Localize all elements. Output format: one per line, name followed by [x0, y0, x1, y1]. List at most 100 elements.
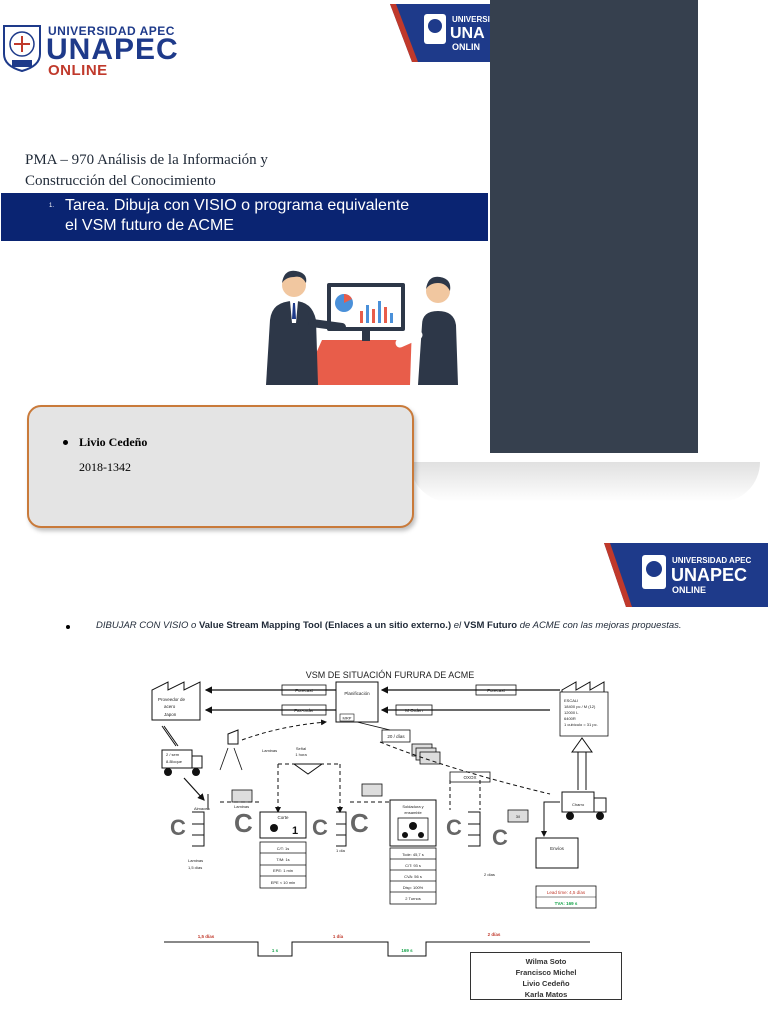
instruction-part-1: DIBUJAR CON VISIO o: [96, 620, 197, 631]
team-member-1: Wilma Soto: [525, 957, 567, 966]
svg-text:C: C: [492, 825, 508, 850]
student-name: Livio Cedeño: [79, 435, 148, 449]
lead-time: Lead time: 4,5 días: [547, 890, 586, 895]
soldadura-m3: CVA: 56 s: [404, 874, 422, 879]
student-info-box: Livio Cedeño 2018-1342: [27, 405, 414, 528]
envios: Envíos: [550, 846, 565, 851]
vsm-title: VSM DE SITUACIÓN FURURA DE ACME: [306, 670, 475, 680]
oxox-box: [449, 771, 491, 783]
signal-kanban-icon: [292, 763, 324, 775]
shipping-arrow-icon: [571, 737, 593, 753]
truck-right-icon: [561, 791, 607, 820]
dark-side-panel: [490, 0, 698, 453]
banner-mid-line-2: UNAPEC: [671, 565, 747, 585]
vsm-diagram: VSM DE SITUACIÓN FURURA DE ACME Proveedo…: [151, 670, 609, 957]
svg-text:C: C: [234, 808, 253, 838]
course-line-2: Construcción del Conocimiento: [25, 173, 216, 189]
laminas-mid: Laminas: [234, 804, 249, 809]
svg-text:C: C: [170, 815, 186, 840]
supplier-line-3: Japon: [164, 712, 177, 717]
truck-left-l1: 2 / sem: [166, 752, 180, 757]
operator-icon: [409, 822, 417, 830]
supplier-line-1: Proveedor de: [158, 697, 186, 702]
two-days: 2 días: [484, 872, 495, 877]
banner-mid: UNIVERSIDAD APEC UNAPEC ONLINE: [604, 543, 768, 607]
tva: TVA: 169 s: [555, 901, 578, 906]
corte-process-box: [259, 811, 307, 839]
customer-data-box: [559, 691, 609, 737]
twenty-days: 20 / días: [387, 734, 405, 739]
timeline-t3: 1 día: [333, 934, 344, 939]
logo-line-2: UNAPEC: [46, 33, 179, 66]
kanban-laminas-icon: [231, 789, 253, 803]
logo-line-1: UNIVERSIDAD APEC: [48, 24, 175, 38]
course-title: PMA – 970 Análisis de la Información y C…: [25, 150, 345, 192]
kanban-post-icon: [411, 743, 441, 765]
timeline-t5: 2 días: [488, 932, 501, 937]
instruction-part-5: de ACME con las mejoras propuestas.: [519, 620, 682, 631]
timeline-t4: 169 s: [401, 948, 413, 953]
svg-text:C: C: [350, 808, 369, 838]
envios-box: [535, 837, 579, 869]
task-banner: 1. Tarea. Dibuja con VISIO o programa eq…: [1, 193, 488, 241]
kanban-card-icon: [361, 783, 383, 797]
supermarket-icons: C C C C C C: [170, 808, 508, 850]
senal-l2: 1 hora: [295, 752, 307, 757]
customer-l1: ESCALI: [564, 698, 578, 703]
corte-count: 1: [292, 825, 298, 837]
mrp-box: [339, 713, 355, 722]
student-id: 2018-1342: [79, 460, 131, 474]
team-member-2: Francisco Michel: [515, 968, 577, 977]
one-day: 1 día: [336, 848, 346, 853]
supplier-line-2: acero: [164, 704, 176, 709]
senal-l1: Señal: [296, 746, 306, 751]
soldadura-m4: Disp: 100%: [403, 885, 424, 890]
corte-m4: EPE < 10 min: [271, 880, 296, 885]
twenty-days-box: [381, 729, 411, 743]
team-members-box: Wilma Soto Francisco Michel Livio Cedeño…: [470, 952, 622, 1000]
customer-l4: 6400R: [564, 716, 576, 721]
instruction-link[interactable]: Value Stream Mapping Tool (Enlaces a un …: [198, 620, 452, 631]
panel-shadow: [410, 462, 760, 502]
soldadura-m2: C/T: 93 s: [405, 863, 421, 868]
soldadura-m5: 2 Turnos: [405, 896, 421, 901]
operator-icon: [418, 832, 424, 838]
team-member-3: Livio Cedeño: [522, 979, 570, 988]
operator-icon: [270, 824, 278, 832]
soldadura-count: 5: [411, 834, 415, 840]
corte-m3: EPE: 1 min: [273, 868, 293, 873]
inventory-laminas-l1: Laminas: [188, 858, 203, 863]
banner-top-line-1: UNIVERSID: [452, 15, 490, 24]
planning: Planificación: [344, 691, 370, 696]
inventory-laminas-l2: 1,5 días: [188, 865, 202, 870]
soldadura-l1: Soldadura y: [402, 804, 423, 809]
customer-l3: 12000 L: [564, 710, 579, 715]
banner-mid-line-3: ONLINE: [672, 585, 706, 595]
supplier-factory-icon: [151, 681, 201, 721]
kanban-card-icon: [507, 809, 529, 823]
operator-icon: [402, 832, 408, 838]
business-meeting-illustration: [266, 270, 464, 385]
task-number: 1.: [49, 203, 55, 209]
instruction-part-4: VSM Futuro: [463, 620, 518, 631]
banner-top-line-2: UNA: [450, 25, 485, 42]
university-seal-icon: [3, 25, 41, 72]
small-box: 3/I: [516, 814, 520, 819]
customer-l2: 18400 pc / M (12): [564, 704, 596, 709]
truck-left-icon: [161, 749, 203, 776]
svg-text:C: C: [312, 815, 328, 840]
banner-mid-line-1: UNIVERSIDAD APEC: [672, 556, 751, 565]
charro: Charro: [572, 802, 585, 807]
soldadura-m1: Tcde: 45,7 s: [402, 852, 424, 857]
corte-m2: T/M: 1s: [276, 857, 289, 862]
almacen: Almacen: [194, 806, 210, 811]
team-member-4: Karla Matos: [524, 990, 568, 999]
instruction-part-3: el: [453, 620, 462, 631]
timeline-t1: 1,5 días: [198, 934, 215, 939]
soldadura-data-box: [389, 847, 437, 905]
timeline-ladder: [164, 941, 590, 957]
bullet-icon: [63, 440, 68, 445]
soldadura-l2: ensamble: [404, 810, 422, 815]
timeline-t2: 1 s: [272, 948, 279, 953]
mrp: MRP: [343, 716, 352, 721]
